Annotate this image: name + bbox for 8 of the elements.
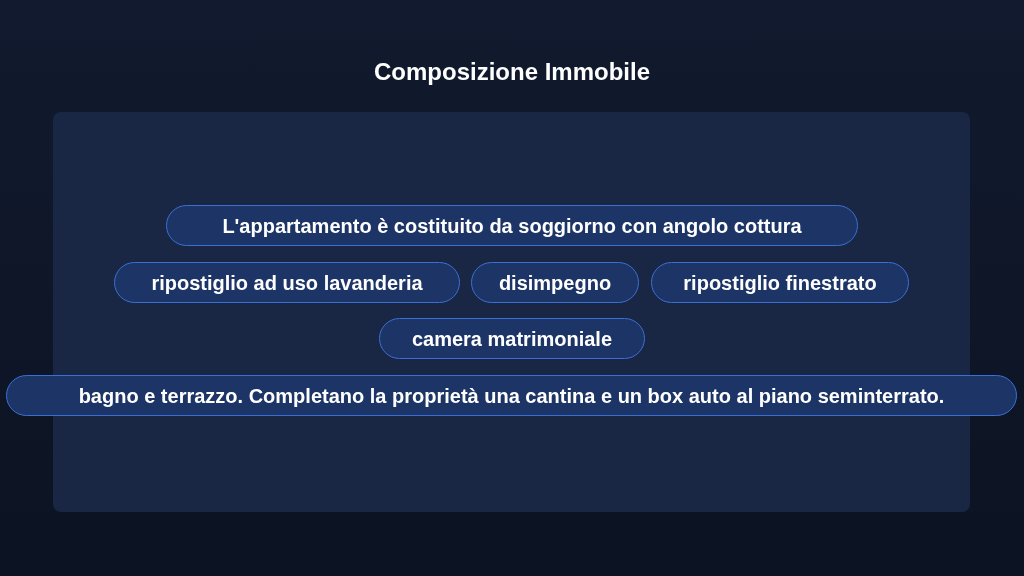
room-tag: ripostiglio finestrato bbox=[651, 262, 909, 303]
room-tag: bagno e terrazzo. Completano la proprietà una cantina e un box auto al piano seminterrato. bbox=[6, 375, 1017, 416]
panel-background bbox=[53, 112, 970, 512]
diagram-title: Composizione Immobile bbox=[373, 58, 651, 86]
room-tag: camera matrimoniale bbox=[379, 318, 645, 359]
room-tag: ripostiglio ad uso lavanderia bbox=[114, 262, 460, 303]
room-tag: L'appartamento è costituito da soggiorno con angolo cottura bbox=[166, 205, 858, 246]
room-tag: disimpegno bbox=[471, 262, 639, 303]
